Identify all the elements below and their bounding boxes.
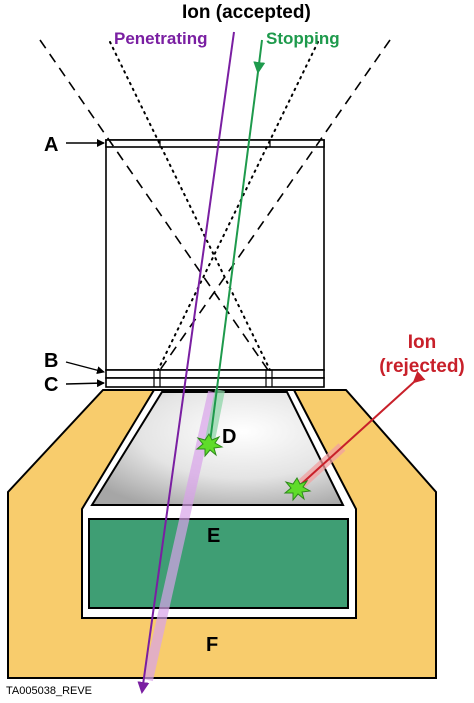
stopping-track-arrow [253,39,266,74]
figure-id: TA005038_REVE [6,685,92,697]
rejected-hit-burst [283,477,312,502]
label-b: B [44,350,58,372]
label-stopping: Stopping [266,29,340,48]
label-c: C [44,374,58,396]
label-ion-rejected-line1: Ion [408,332,437,353]
stopping-hit-burst [195,433,224,458]
label-f: F [206,634,218,656]
detector-c [105,377,325,388]
rejected-track [297,370,426,488]
leader-arrow-b [65,361,105,375]
fov-dotted-right [157,41,319,371]
detector-d [90,391,345,506]
detector-b [105,369,325,379]
detector-a [105,139,325,148]
stopping-track [209,71,259,443]
label-a: A [44,134,58,156]
label-ion-accepted: Ion (accepted) [182,2,311,23]
label-penetrating: Penetrating [114,29,208,48]
label-e: E [207,525,220,547]
label-ion-rejected-line2: (rejected) [379,356,465,377]
telescope-tube [105,139,325,371]
label-d: D [222,426,236,448]
detector-e [88,518,349,609]
fov-dotted-left [109,41,271,371]
leader-arrow-c [65,379,105,388]
penetrating-track [137,31,235,694]
